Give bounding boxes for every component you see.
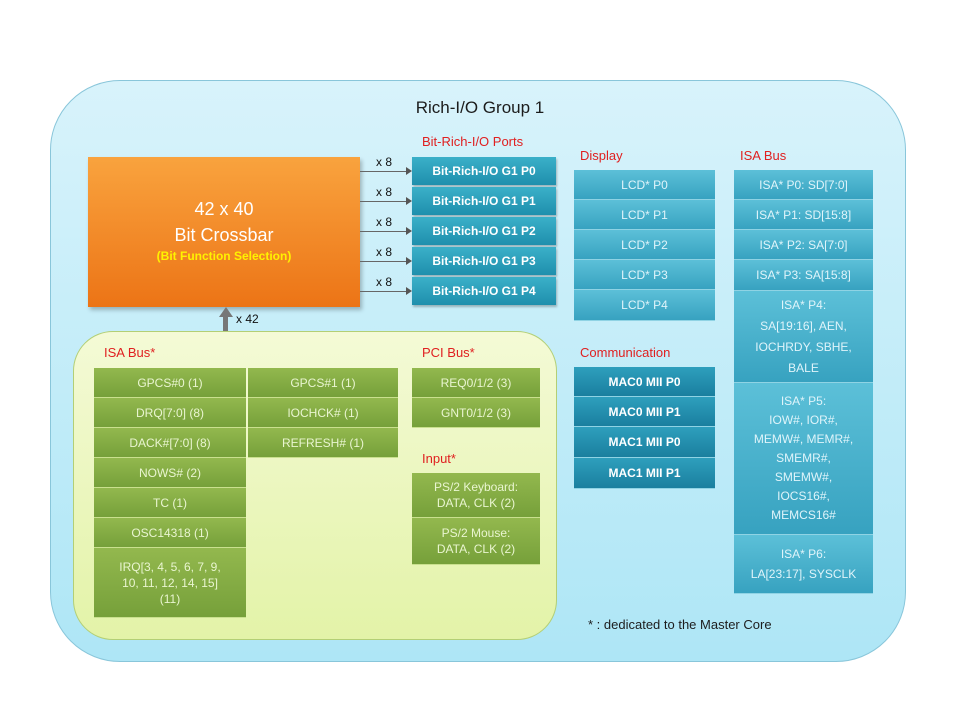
pci-bus-label: PCI Bus* — [422, 345, 475, 360]
iochck: IOCHCK# (1) — [248, 398, 398, 428]
crossbar-input-arrow-shaft — [223, 316, 228, 331]
width-label-p4: x 8 — [376, 275, 393, 289]
width-label-p3: x 8 — [376, 245, 393, 259]
bit-port-p2: Bit-Rich-I/O G1 P2 — [412, 217, 556, 245]
bit-port-p1: Bit-Rich-I/O G1 P1 — [412, 187, 556, 215]
lcd-p4: LCD* P4 — [574, 290, 715, 321]
gpcs1: GPCS#1 (1) — [248, 368, 398, 398]
isa-p1: ISA* P1: SD[15:8] — [734, 200, 873, 230]
width-label-p0: x 8 — [376, 155, 393, 169]
gpcs0: GPCS#0 (1) — [94, 368, 246, 398]
isa-bus-right-label: ISA Bus — [740, 148, 787, 163]
isa-p5: ISA* P5: IOW#, IOR#, MEMW#, MEMR#, SMEMR… — [734, 383, 873, 535]
connector-line-p1 — [360, 201, 406, 202]
input-label: Input* — [422, 451, 456, 466]
lcd-p3: LCD* P3 — [574, 260, 715, 290]
lcd-p1: LCD* P1 — [574, 200, 715, 230]
bit-port-p4: Bit-Rich-I/O G1 P4 — [412, 277, 556, 305]
lcd-p0: LCD* P0 — [574, 170, 715, 200]
isa-p4: ISA* P4: SA[19:16], AEN, IOCHRDY, SBHE, … — [734, 291, 873, 383]
connector-arrow-p3 — [406, 257, 412, 265]
connector-arrow-p0 — [406, 167, 412, 175]
drq: DRQ[7:0] (8) — [94, 398, 246, 428]
ps2-mouse: PS/2 Mouse: DATA, CLK (2) — [412, 518, 540, 565]
communication-label: Communication — [580, 345, 671, 360]
isa-p2: ISA* P2: SA[7:0] — [734, 230, 873, 260]
mac1-mii-p0: MAC1 MII P0 — [574, 427, 715, 458]
ps2-keyboard: PS/2 Keyboard: DATA, CLK (2) — [412, 473, 540, 518]
footnote: * : dedicated to the Master Core — [588, 617, 772, 632]
isa-p3: ISA* P3: SA[15:8] — [734, 260, 873, 291]
req012: REQ0/1/2 (3) — [412, 368, 540, 398]
gnt012: GNT0/1/2 (3) — [412, 398, 540, 428]
connector-arrow-p2 — [406, 227, 412, 235]
connector-line-p2 — [360, 231, 406, 232]
display-label: Display — [580, 148, 623, 163]
connector-line-p0 — [360, 171, 406, 172]
connector-arrow-p4 — [406, 287, 412, 295]
isa-bus-left-label: ISA Bus* — [104, 345, 156, 360]
bit-port-p3: Bit-Rich-I/O G1 P3 — [412, 247, 556, 275]
connector-arrow-p1 — [406, 197, 412, 205]
connector-line-p4 — [360, 291, 406, 292]
tc: TC (1) — [94, 488, 246, 518]
mac0-mii-p0: MAC0 MII P0 — [574, 367, 715, 397]
lcd-p2: LCD* P2 — [574, 230, 715, 260]
nows: NOWS# (2) — [94, 458, 246, 488]
connector-line-p3 — [360, 261, 406, 262]
group-title: Rich-I/O Group 1 — [415, 98, 545, 117]
osc14318: OSC14318 (1) — [94, 518, 246, 548]
irq: IRQ[3, 4, 5, 6, 7, 9, 10, 11, 12, 14, 15… — [94, 548, 246, 618]
crossbar-size: 42 x 40 — [194, 199, 254, 219]
mac1-mii-p1: MAC1 MII P1 — [574, 458, 715, 489]
width-label-p2: x 8 — [376, 215, 393, 229]
crossbar-input-width-label: x 42 — [236, 312, 259, 326]
dack: DACK#[7:0] (8) — [94, 428, 246, 458]
crossbar-subtitle: (Bit Function Selection) — [156, 249, 292, 263]
width-label-p1: x 8 — [376, 185, 393, 199]
mac0-mii-p1: MAC0 MII P1 — [574, 397, 715, 427]
bit-ports-label: Bit-Rich-I/O Ports — [422, 134, 524, 149]
refresh: REFRESH# (1) — [248, 428, 398, 458]
crossbar-title: Bit Crossbar — [174, 225, 274, 245]
bit-port-p0: Bit-Rich-I/O G1 P0 — [412, 157, 556, 185]
isa-p6: ISA* P6: LA[23:17], SYSCLK — [734, 535, 873, 594]
bit-crossbar-block: 42 x 40 Bit Crossbar (Bit Function Selec… — [88, 157, 360, 307]
isa-p0: ISA* P0: SD[7:0] — [734, 170, 873, 200]
crossbar-input-arrow-head — [219, 307, 233, 317]
